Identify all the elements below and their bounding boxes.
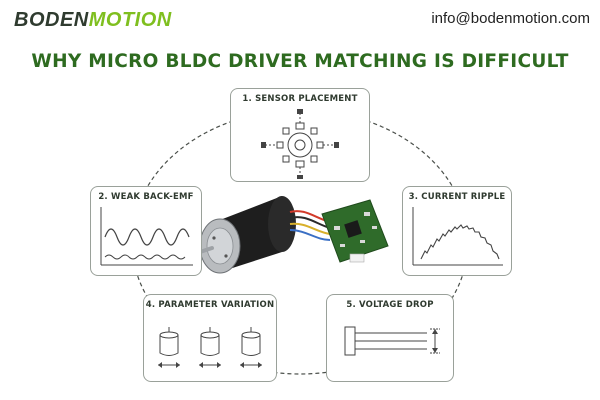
card-label: 2. WEAK BACK-EMF: [98, 192, 194, 202]
card-sensor-placement: 1. SENSOR PLACEMENT: [230, 88, 370, 182]
page-title: WHY MICRO BLDC DRIVER MATCHING IS DIFFIC…: [31, 51, 569, 72]
voltage-drop-icon: [344, 326, 440, 356]
weak-back-emf-icon: [100, 207, 193, 266]
card-parameter-variation: 4. PARAMETER VARIATION: [143, 294, 277, 382]
sensor-placement-icon: [261, 109, 339, 179]
contact-email[interactable]: info@bodenmotion.com: [431, 10, 590, 27]
card-current-ripple: 3. CURRENT RIPPLE: [402, 186, 512, 276]
current-ripple-icon: [412, 207, 503, 266]
parameter-variation-icon: [158, 327, 262, 368]
brand-logo-part1: BODEN: [14, 8, 89, 31]
card-label: 5. VOLTAGE DROP: [346, 300, 434, 310]
card-label: 3. CURRENT RIPPLE: [408, 192, 506, 202]
card-voltage-drop: 5. VOLTAGE DROP: [326, 294, 454, 382]
driver-pcb-illustration: [321, 199, 389, 263]
brand-logo: BODEN MOTION: [14, 8, 172, 32]
bldc-motor-illustration: [186, 196, 296, 274]
card-label: 4. PARAMETER VARIATION: [145, 300, 275, 310]
brand-logo-part2: MOTION: [88, 8, 172, 31]
card-label: 1. SENSOR PLACEMENT: [242, 94, 358, 104]
card-weak-back-emf: 2. WEAK BACK-EMF: [90, 186, 202, 276]
